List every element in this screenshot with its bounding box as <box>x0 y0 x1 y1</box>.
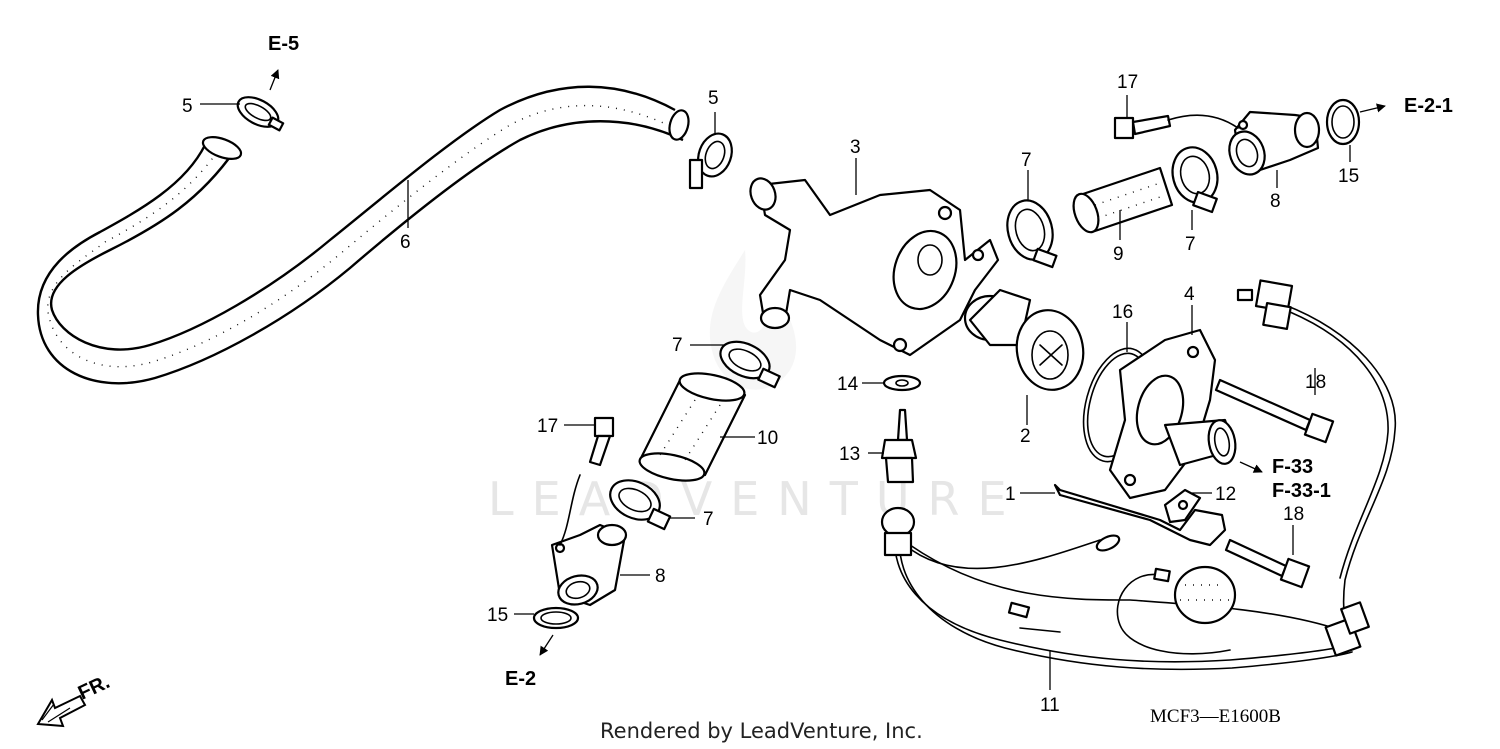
callout-9: 9 <box>1113 244 1124 265</box>
callout-18-lower: 18 <box>1283 504 1304 525</box>
bracket-1[interactable] <box>1053 483 1227 547</box>
callout-7-upper-1: 7 <box>1021 150 1032 171</box>
callout-7-upper-2: 7 <box>1185 234 1196 255</box>
callout-2: 2 <box>1020 426 1031 447</box>
ref-e5[interactable]: E-5 <box>268 33 299 55</box>
ref-f33-1[interactable]: F-33-1 <box>1272 480 1331 502</box>
clamp-5-upper-center[interactable] <box>688 129 738 190</box>
ref-e2-1[interactable]: E-2-1 <box>1404 95 1453 117</box>
callout-17-upper: 17 <box>1117 72 1138 93</box>
callout-16: 16 <box>1112 302 1133 323</box>
callout-labels: 5 5 6 3 7 17 15 8 9 7 4 16 2 7 14 13 10 … <box>182 72 1359 716</box>
clamp-7-upper-2[interactable] <box>1167 142 1224 214</box>
o-ring-15-lower[interactable] <box>532 606 580 630</box>
callout-17-lower: 17 <box>537 416 558 437</box>
callout-3: 3 <box>850 137 861 158</box>
rendered-by: Rendered by LeadVenture, Inc. <box>600 719 923 743</box>
callout-18-upper: 18 <box>1305 372 1326 393</box>
hose-10[interactable] <box>637 368 747 485</box>
callout-13: 13 <box>839 444 860 465</box>
joint-8-upper[interactable] <box>1224 110 1321 179</box>
o-ring-15-upper[interactable] <box>1325 98 1361 146</box>
callout-4: 4 <box>1184 284 1195 305</box>
temp-sensor-13[interactable] <box>880 408 918 484</box>
callout-8-upper: 8 <box>1270 191 1281 212</box>
callout-15-upper: 15 <box>1338 166 1359 187</box>
callout-14: 14 <box>837 374 859 395</box>
thermostat-housing-3[interactable] <box>746 175 1000 357</box>
diagram-code: MCF3—E1600B <box>1150 706 1281 727</box>
washer-14[interactable] <box>882 374 922 392</box>
front-direction-arrow: FR. <box>36 671 113 728</box>
callout-5-center: 5 <box>708 88 719 109</box>
thermostat-2[interactable] <box>963 288 1089 395</box>
callout-6: 6 <box>400 232 411 253</box>
hose-6[interactable] <box>36 85 692 385</box>
ref-e2[interactable]: E-2 <box>505 668 536 690</box>
thermostat-cover-4[interactable] <box>1108 328 1239 500</box>
bolt-17-lower[interactable] <box>559 416 615 546</box>
clamp-7-lower-2[interactable] <box>604 473 672 531</box>
watermark-text: LEADVENTURE <box>488 472 1025 526</box>
callout-10: 10 <box>757 428 778 449</box>
clip-12[interactable] <box>1163 488 1202 524</box>
bolt-18-lower[interactable] <box>1224 538 1311 589</box>
callout-8-lower: 8 <box>655 566 666 587</box>
bolt-18-upper[interactable] <box>1214 378 1335 444</box>
leader-lines <box>200 69 1386 690</box>
joint-8-lower[interactable] <box>550 523 628 609</box>
wire-harness-11[interactable] <box>880 279 1397 671</box>
callout-5-left: 5 <box>182 96 193 117</box>
clamp-5-upper-left[interactable] <box>233 91 285 133</box>
callout-11: 11 <box>1040 695 1060 716</box>
reference-labels[interactable]: E-5 E-2-1 F-33 F-33-1 E-2 <box>268 33 1453 690</box>
callout-7-lower-2: 7 <box>703 509 714 530</box>
callout-12: 12 <box>1215 484 1236 505</box>
hose-9[interactable] <box>1069 166 1174 236</box>
clamp-7-lower-1[interactable] <box>715 335 781 389</box>
ref-f33[interactable]: F-33 <box>1272 456 1313 478</box>
callout-15-lower: 15 <box>487 605 508 626</box>
clamp-7-upper-1[interactable] <box>1001 195 1059 269</box>
callout-7-lower-1: 7 <box>672 335 683 356</box>
callout-1: 1 <box>1005 484 1016 505</box>
bolt-17-upper[interactable] <box>1113 114 1239 140</box>
